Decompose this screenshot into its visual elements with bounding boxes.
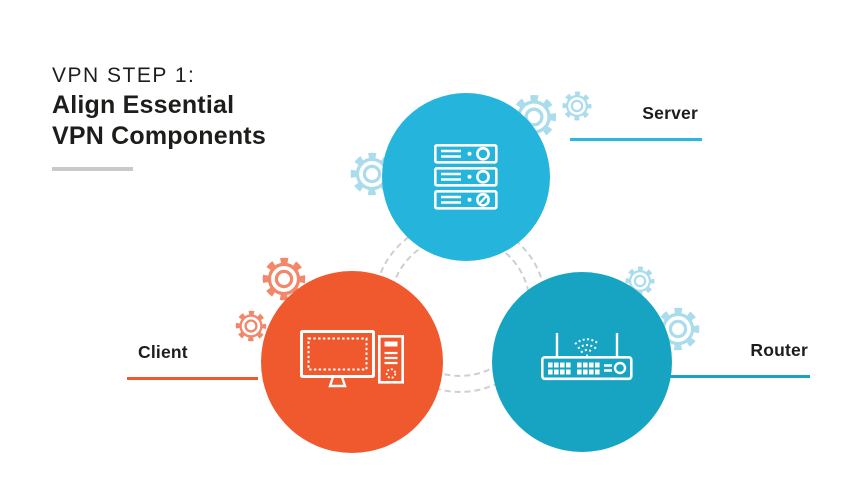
desktop-computer-icon: [299, 330, 404, 388]
label-client: Client: [127, 343, 258, 380]
server-rack-icon: [434, 144, 498, 210]
client-underline: [127, 377, 258, 380]
label-server: Server: [570, 104, 702, 141]
server-underline: [570, 138, 702, 141]
router-underline: [670, 375, 810, 378]
title-block: VPN STEP 1: Align Essential VPN Componen…: [52, 62, 266, 171]
page-title-step: VPN STEP 1:: [52, 64, 196, 87]
client-circle: [261, 271, 443, 453]
page-title-line1: Align Essential: [52, 91, 235, 119]
router-circle: [492, 272, 672, 452]
server-circle: [382, 93, 550, 261]
title-rule: [52, 167, 133, 171]
page-title-line2: VPN Components: [52, 122, 266, 150]
router-label-text: Router: [750, 340, 808, 360]
client-label-text: Client: [138, 342, 188, 362]
server-label-text: Server: [642, 103, 698, 123]
label-router: Router: [670, 341, 810, 378]
wireless-router-icon: [541, 333, 633, 381]
